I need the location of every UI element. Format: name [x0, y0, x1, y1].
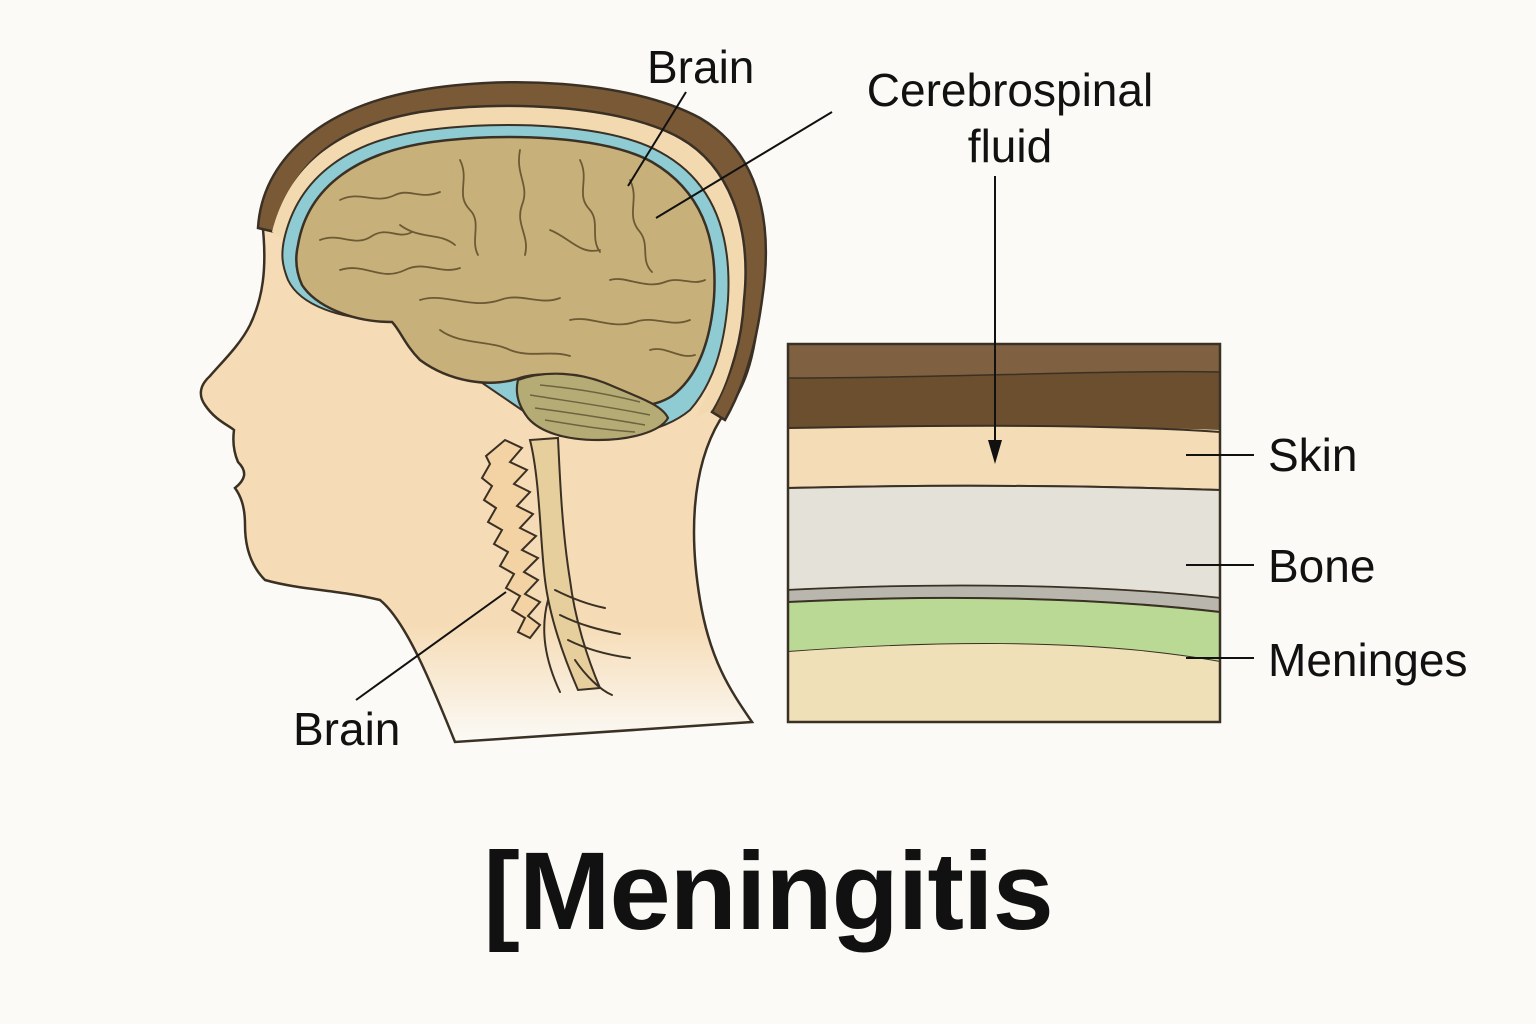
csf-arrowhead — [988, 440, 1002, 464]
inset-hair-top — [787, 343, 1221, 379]
label-csf-line2: fluid — [967, 120, 1053, 172]
leader-lines — [355, 91, 1254, 701]
vertebrae — [480, 438, 542, 640]
diagram-title: [Meningitis — [483, 830, 1054, 953]
hair — [256, 81, 768, 422]
cerebellum-folds — [529, 384, 651, 433]
label-brain-bottom: Brain — [293, 703, 401, 755]
inset-brain-layer — [788, 643, 1220, 722]
nerve-branches — [543, 589, 631, 696]
brain-gyri — [319, 149, 706, 357]
brain-cerebellum — [515, 372, 670, 442]
inset-skin-layer — [787, 424, 1221, 492]
label-bone: Bone — [1268, 540, 1376, 592]
label-csf-line1: Cerebrospinal — [866, 64, 1154, 116]
label-brain-top: Brain — [647, 41, 755, 93]
label-csf: Cerebrospinal fluid — [840, 62, 1180, 174]
inset-bone-layer — [787, 484, 1221, 600]
label-skin: Skin — [1268, 429, 1358, 481]
label-meninges: Meninges — [1268, 634, 1468, 686]
cross-section-inset — [786, 342, 1222, 724]
